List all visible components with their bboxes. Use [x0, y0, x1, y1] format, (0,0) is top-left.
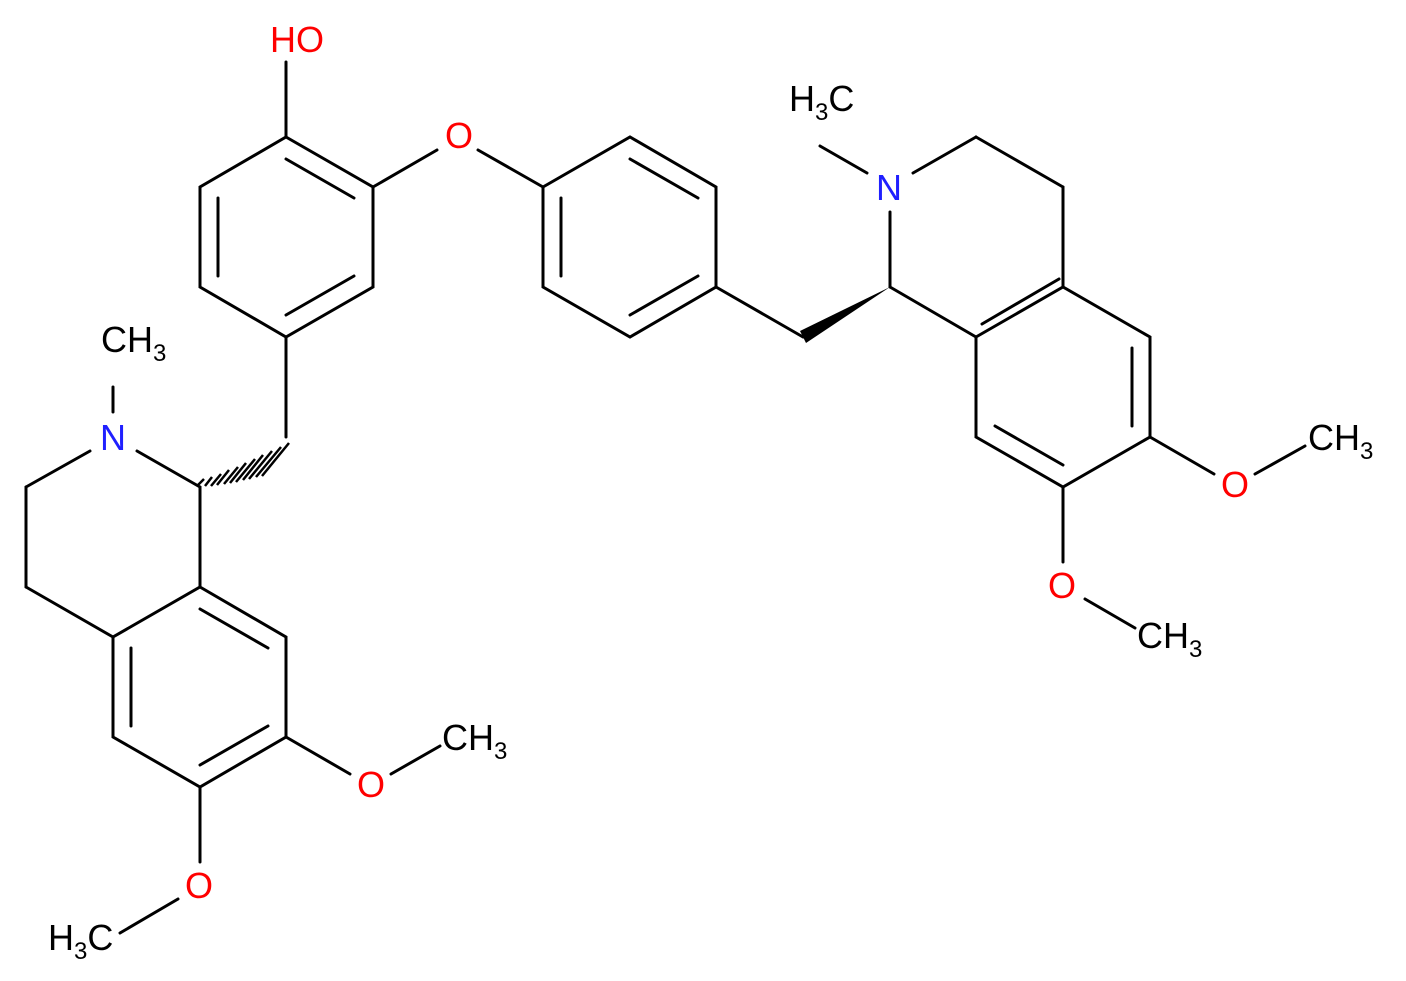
bond	[818, 144, 869, 175]
bond	[371, 148, 439, 189]
bond-double-inner	[980, 277, 1061, 326]
bond	[1148, 435, 1216, 476]
bond-double-inner	[628, 157, 700, 200]
o-6-left-label: O	[185, 865, 213, 906]
methoxy-6-right-label: CH3	[1308, 417, 1373, 465]
bond-double-inner	[628, 274, 700, 317]
hydroxyl-label: HO	[270, 19, 324, 60]
bond-double-inner	[198, 724, 270, 767]
bond-double-inner	[284, 274, 356, 317]
methoxy-6-left-label: H3C	[48, 917, 113, 965]
bond	[389, 744, 442, 776]
methyl-n-right-label: H3C	[789, 78, 854, 126]
stereo-bonds	[197, 287, 890, 487]
o-7-right-label: O	[1048, 565, 1076, 606]
bond	[974, 135, 1065, 189]
methyl-n-left-label: CH3	[101, 319, 166, 367]
bond	[111, 585, 288, 789]
bond	[284, 735, 352, 776]
bond	[888, 285, 978, 339]
bond	[1253, 444, 1307, 476]
wedge-bond	[800, 287, 890, 343]
bond-double-inner	[198, 607, 270, 650]
o-6-right-label: O	[1221, 464, 1249, 505]
bond-double-inner	[284, 157, 356, 200]
bond	[135, 449, 202, 489]
bond	[476, 148, 545, 189]
methoxy-7-right-label: CH3	[1137, 615, 1202, 663]
bond	[198, 135, 375, 339]
bonds	[24, 60, 1307, 935]
bond	[911, 135, 978, 175]
methoxy-7-left-label: CH3	[442, 717, 507, 765]
n-left-label: N	[100, 417, 126, 458]
o-7-left-label: O	[357, 764, 385, 805]
bond	[541, 135, 718, 339]
bond	[974, 285, 1152, 489]
ether-oxygen-label: O	[445, 115, 473, 156]
bond	[1083, 597, 1137, 630]
bond	[24, 585, 115, 639]
bond	[24, 449, 92, 489]
bond	[118, 897, 180, 935]
n-right-label: N	[876, 167, 902, 208]
hashed-wedge-bond	[197, 442, 290, 487]
bond-double-inner	[993, 424, 1065, 467]
bond	[714, 285, 805, 339]
